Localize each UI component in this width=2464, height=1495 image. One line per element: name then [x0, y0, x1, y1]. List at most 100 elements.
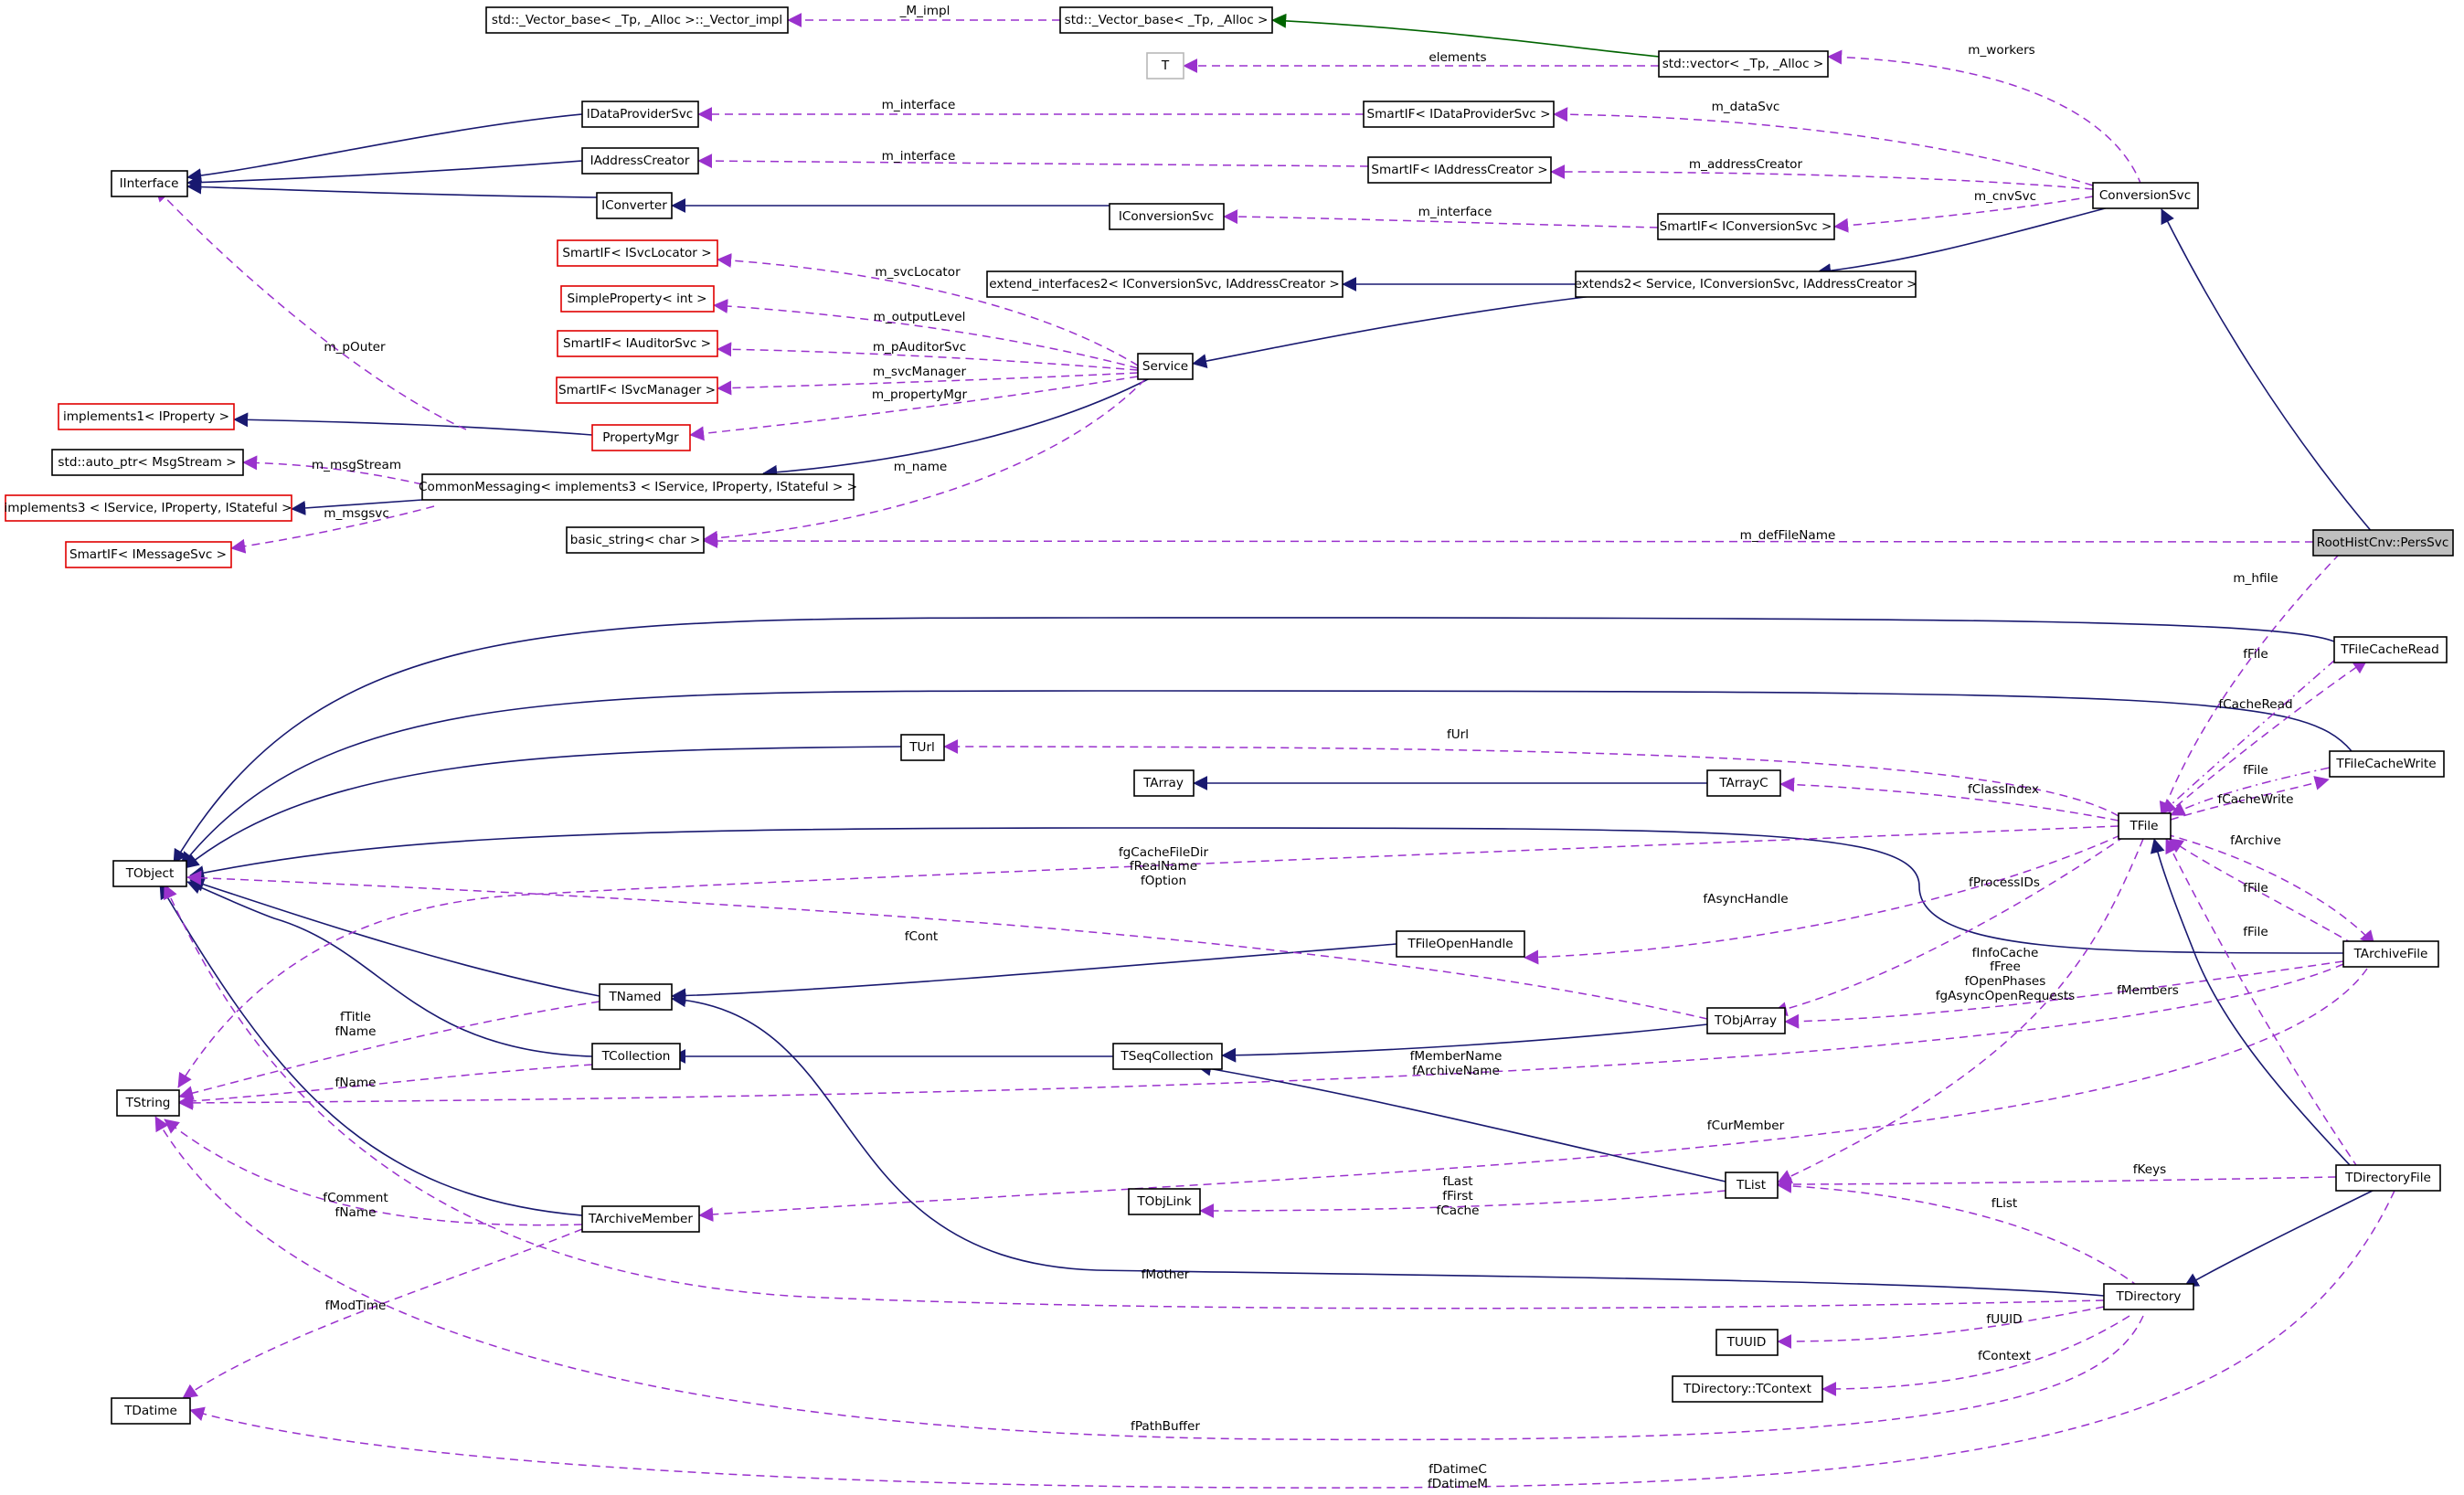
- node-tuuid[interactable]: TUUID: [1715, 1329, 1779, 1356]
- label-farchivename: fArchiveName: [1412, 1064, 1500, 1078]
- node-iinterface[interactable]: IInterface: [111, 170, 188, 197]
- node-tfilecacheread[interactable]: TFileCacheRead: [2333, 636, 2448, 663]
- node-tlist[interactable]: TList: [1725, 1172, 1779, 1199]
- edge-fcurmember: [698, 968, 2368, 1222]
- node-auto-ptr-msgstream[interactable]: std::auto_ptr< MsgStream >: [51, 449, 244, 476]
- label-fgasyncopenrequests: fgAsyncOpenRequests: [1936, 989, 2076, 1003]
- label-farchive: fArchive: [2230, 833, 2281, 848]
- node-tdatime[interactable]: TDatime: [111, 1397, 191, 1425]
- node-tfile[interactable]: TFile: [2118, 812, 2172, 840]
- svg-text:RootHistCnv::PersSvc: RootHistCnv::PersSvc: [2317, 535, 2449, 550]
- node-std-vector[interactable]: std::vector< _Tp, _Alloc >: [1658, 50, 1829, 78]
- svg-text:TArchiveMember: TArchiveMember: [588, 1212, 693, 1226]
- node-vector-impl[interactable]: std::_Vector_base< _Tp, _Alloc >::_Vecto…: [485, 6, 789, 34]
- edge-tobjarray-tseqcollection: [1221, 1023, 1708, 1063]
- edge-labels-layer: _M_impl elements m_workers m_interface m…: [312, 4, 2294, 1491]
- node-smartif-idataprovidersvc[interactable]: SmartIF< IDataProviderSvc >: [1363, 101, 1555, 128]
- node-idataprovidersvc[interactable]: IDataProviderSvc: [581, 101, 699, 128]
- node-smartif-isvcmanager[interactable]: SmartIF< ISvcManager >: [556, 376, 718, 404]
- svg-text:SmartIF< IAuditorSvc >: SmartIF< IAuditorSvc >: [563, 336, 711, 351]
- node-smartif-iaddresscreator[interactable]: SmartIF< IAddressCreator >: [1367, 156, 1552, 184]
- edge-m-pauditorsvc: [717, 342, 1139, 371]
- node-iaddresscreator[interactable]: IAddressCreator: [581, 147, 699, 175]
- edge-m-hfile: [2159, 553, 2341, 817]
- node-tstring[interactable]: TString: [116, 1089, 180, 1117]
- svg-text:basic_string< char >: basic_string< char >: [570, 533, 701, 547]
- svg-text:extend_interfaces2< IConversio: extend_interfaces2< IConversionSvc, IAdd…: [989, 277, 1340, 292]
- node-tfilecachewrite[interactable]: TFileCacheWrite: [2329, 750, 2445, 778]
- svg-text:TDatime: TDatime: [123, 1404, 177, 1418]
- edge-ffile-df: [2165, 838, 2359, 1169]
- label-m-hfile: m_hfile: [2233, 571, 2278, 586]
- node-tseqcollection[interactable]: TSeqCollection: [1112, 1043, 1223, 1070]
- label-m-deffilename: m_defFileName: [1740, 528, 1836, 543]
- svg-text:TDirectory::TContext: TDirectory::TContext: [1683, 1382, 1811, 1396]
- edge-idataprovidersvc-iinterface: [186, 113, 583, 184]
- edge-fcont: [186, 870, 1708, 1020]
- node-vector-base[interactable]: std::_Vector_base< _Tp, _Alloc >: [1059, 6, 1273, 34]
- node-iconversionsvc[interactable]: IConversionSvc: [1109, 203, 1225, 230]
- node-tcollection[interactable]: TCollection: [591, 1043, 681, 1070]
- node-basic-string[interactable]: basic_string< char >: [566, 526, 705, 554]
- edge-tdirectoryfile-tdirectory: [2183, 1188, 2377, 1288]
- node-implements3[interactable]: implements3 < IService, IProperty, IStat…: [4, 494, 292, 522]
- svg-text:PropertyMgr: PropertyMgr: [602, 430, 679, 445]
- label-ffirst: fFirst: [1442, 1189, 1472, 1203]
- edge-m-svclocator: [717, 253, 1139, 366]
- node-roothistcnv-perssvc[interactable]: RootHistCnv::PersSvc: [2312, 529, 2454, 557]
- node-smartif-isvclocator[interactable]: SmartIF< ISvcLocator >: [557, 239, 718, 267]
- node-turl[interactable]: TUrl: [900, 734, 945, 761]
- edge-tnamed-tobject: [189, 877, 600, 997]
- node-smartif-iauditorsvc[interactable]: SmartIF< IAuditorSvc >: [557, 330, 718, 357]
- node-tnamed[interactable]: TNamed: [599, 983, 673, 1011]
- node-extend-interfaces2[interactable]: extend_interfaces2< IConversionSvc, IAdd…: [986, 270, 1344, 298]
- node-smartif-imessagesvc[interactable]: SmartIF< IMessageSvc >: [65, 541, 232, 568]
- svg-text:implements1< IProperty >: implements1< IProperty >: [63, 409, 229, 424]
- svg-text:IInterface: IInterface: [120, 176, 179, 191]
- edge-tlist-tseqcollection: [1196, 1061, 1726, 1182]
- svg-text:SmartIF< ISvcManager >: SmartIF< ISvcManager >: [558, 383, 716, 398]
- edge-m-addresscreator: [1550, 164, 2094, 190]
- svg-text:IAddressCreator: IAddressCreator: [590, 154, 690, 168]
- node-tarrayc[interactable]: TArrayC: [1706, 769, 1781, 797]
- label-m-msgstream: m_msgStream: [312, 458, 401, 472]
- label-m-msgsvc: m_msgsvc: [324, 506, 389, 521]
- node-tarchivemember[interactable]: TArchiveMember: [581, 1205, 700, 1233]
- edges-layer: [154, 13, 2395, 1489]
- edge-fcontext: [1821, 1315, 2130, 1396]
- node-tdirectoryfile[interactable]: TDirectoryFile: [2335, 1164, 2441, 1192]
- node-smartif-iconversionsvc[interactable]: SmartIF< IConversionSvc >: [1657, 213, 1835, 240]
- edge-fname-c: [178, 1064, 593, 1108]
- node-tdirectory[interactable]: TDirectory: [2103, 1283, 2194, 1310]
- node-implements1-iproperty[interactable]: implements1< IProperty >: [58, 403, 235, 430]
- label-fmembername: fMemberName: [1410, 1049, 1503, 1064]
- node-extends2[interactable]: extends2< Service, IConversionSvc, IAddr…: [1574, 270, 1917, 298]
- edge-fprocessids: [1772, 835, 2126, 1016]
- svg-text:SmartIF< ISvcLocator >: SmartIF< ISvcLocator >: [562, 246, 711, 260]
- label-elements: elements: [1428, 50, 1486, 65]
- svg-text:IConversionSvc: IConversionSvc: [1119, 209, 1214, 224]
- node-tdirectory-tcontext[interactable]: TDirectory::TContext: [1672, 1375, 1823, 1403]
- label-fcurmember: fCurMember: [1707, 1119, 1785, 1133]
- svg-text:TFileOpenHandle: TFileOpenHandle: [1407, 937, 1513, 951]
- node-tarchivefile[interactable]: TArchiveFile: [2342, 940, 2439, 968]
- node-tobject[interactable]: TObject: [112, 860, 187, 887]
- svg-text:TArray: TArray: [1142, 776, 1184, 790]
- node-simpleproperty-int[interactable]: SimpleProperty< int >: [560, 285, 715, 313]
- svg-text:TObjLink: TObjLink: [1136, 1194, 1191, 1209]
- node-t[interactable]: T: [1146, 52, 1184, 80]
- node-propertymgr[interactable]: PropertyMgr: [591, 424, 691, 451]
- node-service[interactable]: Service: [1137, 353, 1194, 380]
- edge-m-interface-ac: [697, 154, 1369, 169]
- node-iconverter[interactable]: IConverter: [596, 192, 673, 219]
- node-tobjlink[interactable]: TObjLink: [1128, 1188, 1201, 1215]
- label-m-pouter: m_pOuter: [324, 340, 386, 355]
- node-conversionsvc[interactable]: ConversionSvc: [2092, 182, 2199, 209]
- node-tfileopenhandle[interactable]: TFileOpenHandle: [1396, 930, 1525, 958]
- node-tarray[interactable]: TArray: [1133, 769, 1195, 797]
- edge-tfilecacheread-tobject: [173, 617, 2335, 864]
- svg-text:TArchiveFile: TArchiveFile: [2353, 947, 2428, 961]
- node-commonmessaging[interactable]: CommonMessaging< implements3 < IService,…: [419, 473, 857, 501]
- node-tobjarray[interactable]: TObjArray: [1706, 1007, 1786, 1034]
